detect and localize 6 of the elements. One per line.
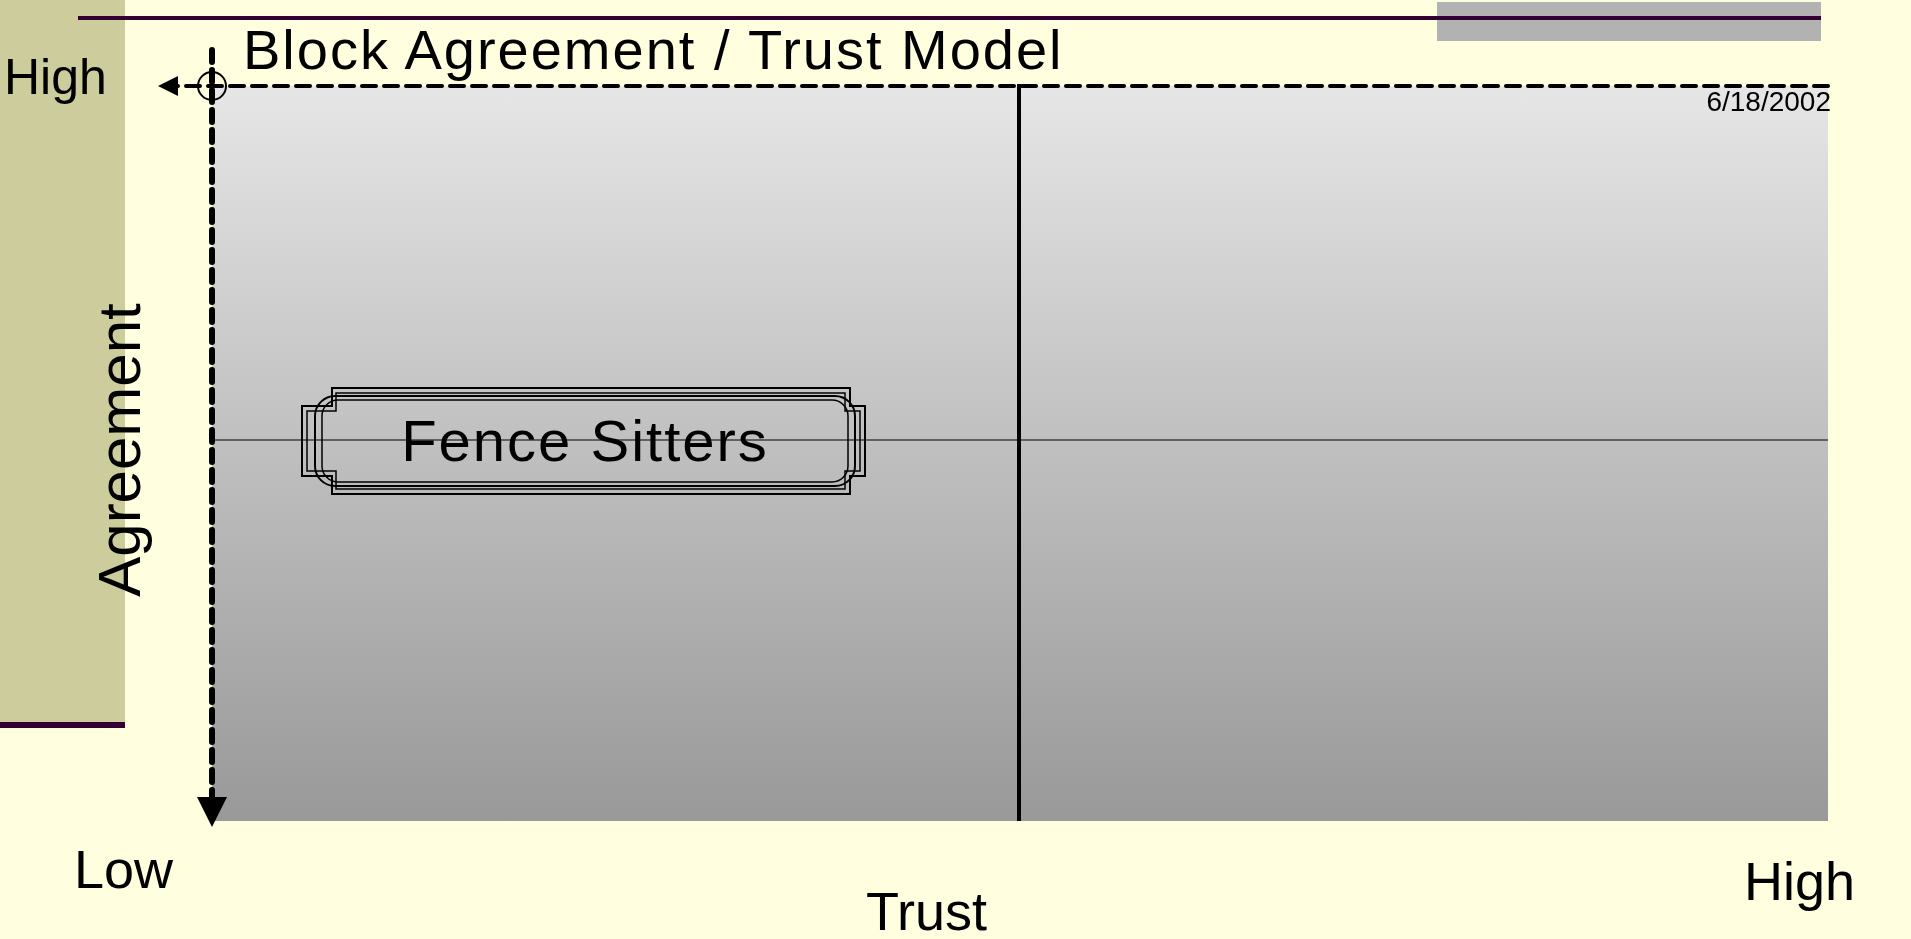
axis-label: Low [74,842,174,896]
plaque-label: Fence Sitters [401,412,769,470]
date-text: 6/18/2002 [1706,88,1831,116]
axis-title: Trust [866,884,987,938]
axis-label: High [4,52,107,102]
axis-title: Agreement [90,303,150,597]
